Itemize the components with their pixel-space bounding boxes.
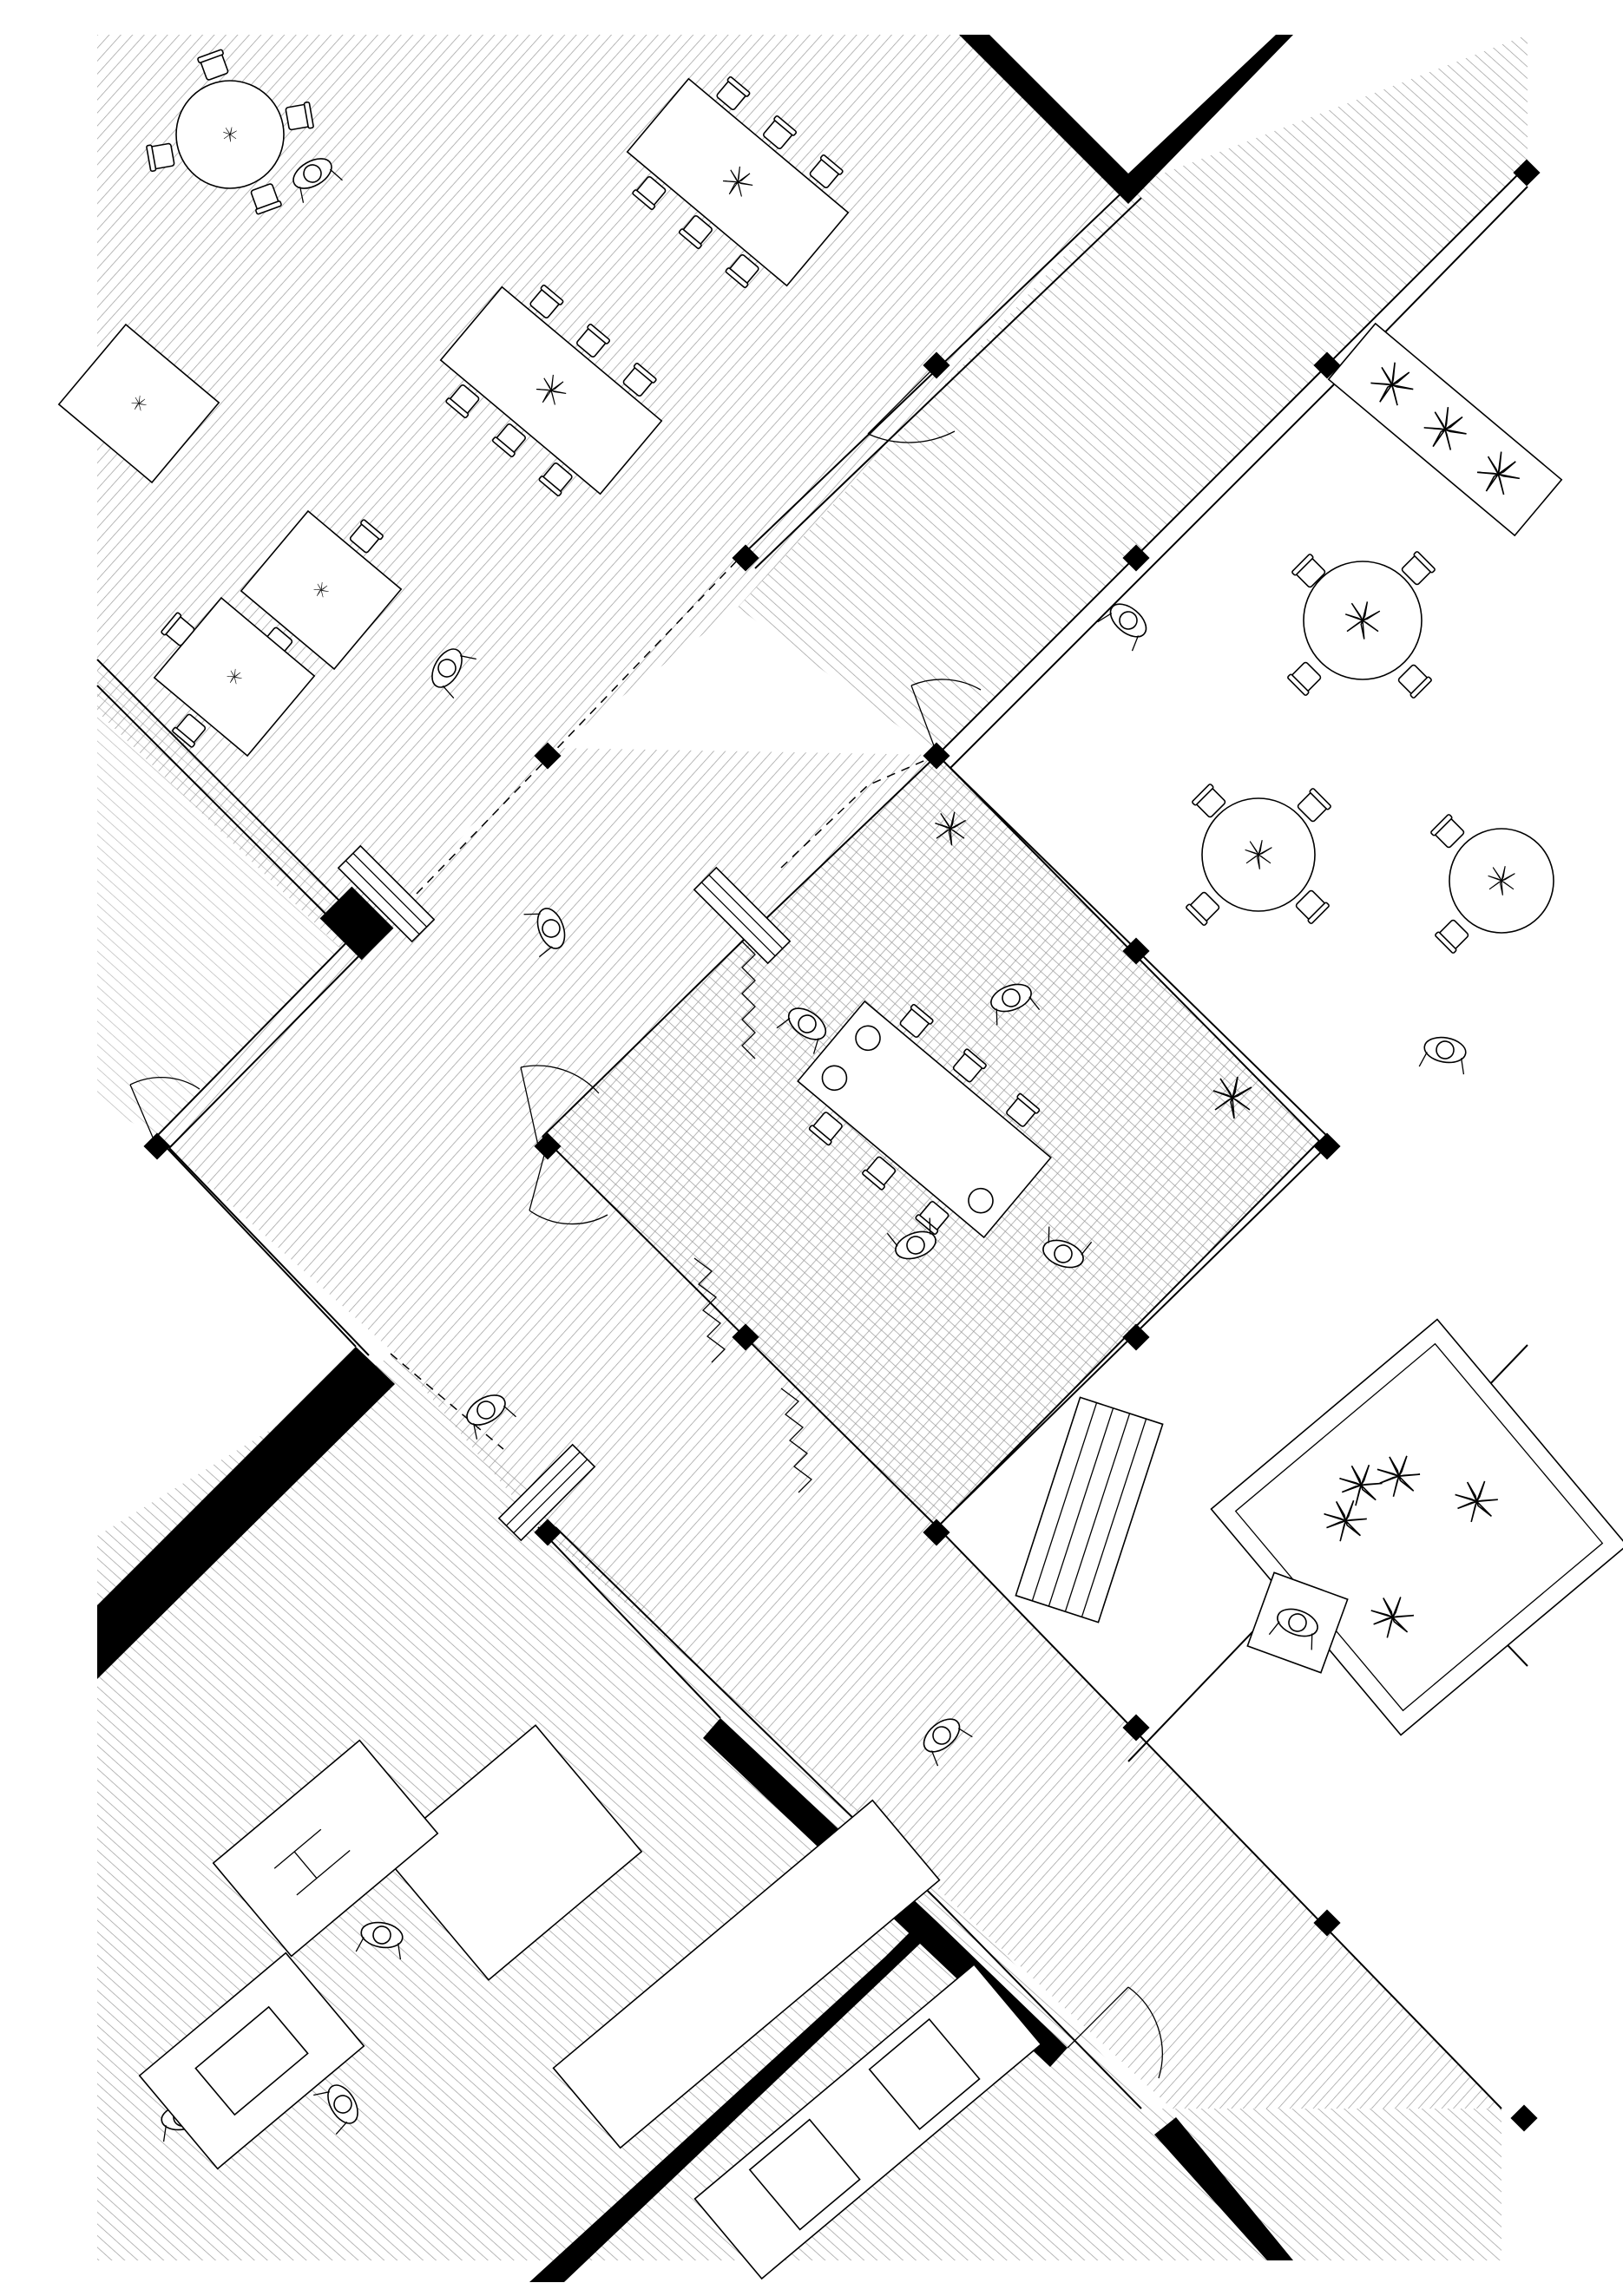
rectangular-table-icon bbox=[626, 75, 850, 289]
hatched-floor bbox=[97, 35, 1528, 2260]
round-table-icon bbox=[1185, 783, 1332, 927]
furniture bbox=[57, 49, 1554, 1239]
round-table-icon bbox=[1429, 813, 1554, 954]
door-swing-icon bbox=[529, 1145, 608, 1225]
rectangular-table-icon bbox=[552, 1799, 941, 2149]
rectangular-table-icon bbox=[439, 284, 663, 497]
rectangular-table-icon bbox=[57, 323, 220, 484]
door-swing-icon bbox=[520, 1065, 600, 1146]
outdoor-terrace bbox=[937, 165, 1528, 1718]
column-icon bbox=[1122, 1323, 1150, 1351]
room-furniture bbox=[138, 1724, 1042, 2280]
rectangular-table-icon bbox=[138, 1952, 365, 2170]
round-table-icon bbox=[1286, 550, 1436, 699]
column-icon bbox=[923, 1519, 950, 1546]
rectangular-table-icon bbox=[240, 509, 403, 671]
bench-icon bbox=[693, 866, 792, 965]
column-icon bbox=[1313, 1909, 1341, 1937]
sink-icon bbox=[693, 1963, 1042, 2280]
door-swing-icon bbox=[129, 1076, 200, 1146]
column-icon bbox=[1510, 2104, 1538, 2132]
column-icon bbox=[1313, 1132, 1341, 1160]
door-swing-icon bbox=[910, 679, 982, 756]
bench-icon bbox=[497, 1443, 596, 1542]
benches bbox=[337, 844, 1164, 1624]
people bbox=[157, 151, 1470, 2142]
stair-icon bbox=[693, 941, 812, 1493]
bench-icon bbox=[1015, 1396, 1164, 1624]
door-swing-icon bbox=[1067, 1986, 1163, 2079]
bench-icon bbox=[337, 844, 436, 943]
doors bbox=[129, 364, 1163, 2079]
rectangular-table-icon bbox=[797, 1000, 1052, 1239]
round-table-icon bbox=[145, 49, 315, 215]
planter-icon bbox=[1327, 322, 1563, 537]
floor-zone-left-strip bbox=[97, 659, 365, 1414]
rectangular-table-icon bbox=[153, 596, 316, 758]
rectangular-table-icon bbox=[212, 1739, 439, 1958]
floor-zone-top-left bbox=[97, 35, 1128, 950]
column-icon bbox=[1122, 937, 1150, 965]
floor-zone-top-right bbox=[738, 35, 1528, 755]
bed-icon bbox=[381, 1724, 643, 1981]
column-icon bbox=[1122, 1714, 1150, 1742]
wheelchair-user-icon bbox=[1246, 1571, 1349, 1674]
door-swing-icon bbox=[867, 364, 956, 443]
